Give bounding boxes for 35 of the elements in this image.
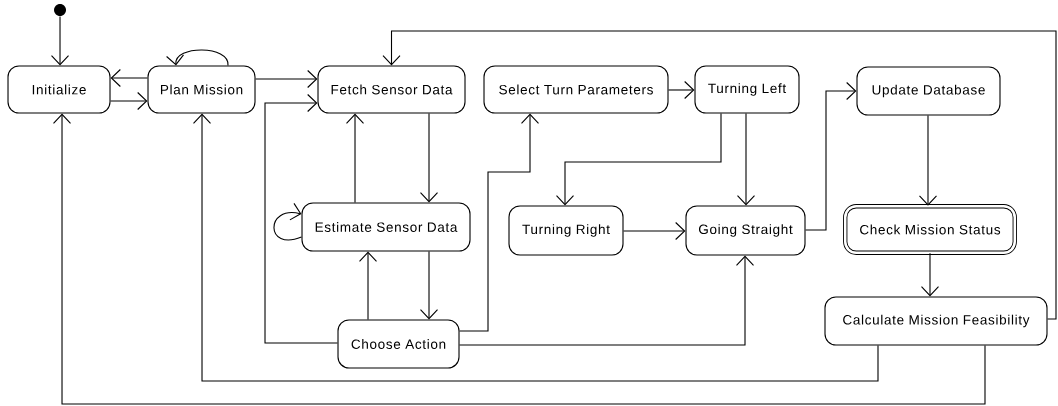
arrow xyxy=(623,221,686,241)
arrow xyxy=(255,69,318,89)
state-box: Initialize xyxy=(7,65,111,114)
arrow xyxy=(736,113,756,206)
arrow xyxy=(345,113,365,203)
arrow xyxy=(358,251,378,320)
arrow xyxy=(668,80,695,100)
arrow xyxy=(555,113,722,206)
arrow xyxy=(459,113,540,332)
arrow xyxy=(918,115,938,206)
state-box: Update Database xyxy=(856,66,1001,116)
state-box: Turning Right xyxy=(508,205,624,256)
arrow xyxy=(50,16,70,66)
state-box: Turning Left xyxy=(694,65,800,114)
state-box: Estimate Sensor Data xyxy=(301,202,471,252)
state-box: Select Turn Parameters xyxy=(483,65,669,114)
state-box: Plan Mission xyxy=(147,65,256,114)
arrow xyxy=(805,81,857,231)
state-box: Going Straight xyxy=(685,205,806,256)
arrow xyxy=(920,252,940,297)
arrow xyxy=(192,113,879,382)
arrow xyxy=(110,91,148,111)
arrow xyxy=(273,202,302,241)
state-box: Choose Action xyxy=(337,319,460,369)
state-box: Fetch Sensor Data xyxy=(317,65,466,114)
arrow xyxy=(459,255,755,346)
state-box: Check Mission Status xyxy=(843,204,1017,255)
arrow xyxy=(419,251,439,320)
arrow xyxy=(166,49,229,66)
arrow xyxy=(419,113,439,203)
state-box: Calculate Mission Feasibility xyxy=(824,296,1048,346)
arrow xyxy=(264,93,338,344)
arrow xyxy=(382,30,1057,320)
arrow xyxy=(110,68,148,88)
arrow xyxy=(52,113,986,405)
